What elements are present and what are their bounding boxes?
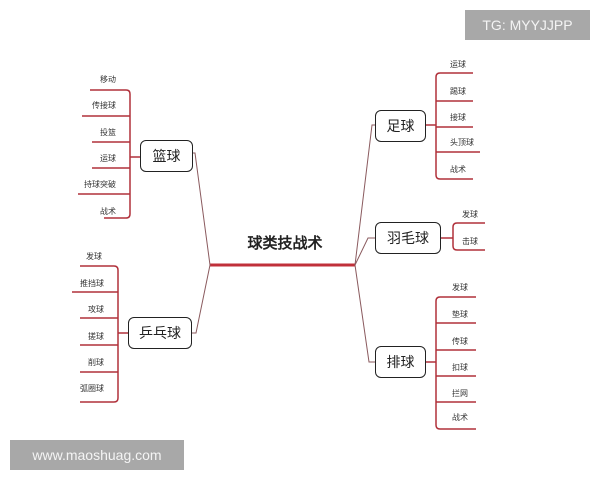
leaf-basketball-0: 移动 [100,75,116,84]
leaf-volleyball-5: 战术 [452,413,468,422]
leaf-pingpong-1: 推挡球 [80,279,104,288]
leaf-volleyball-1: 垫球 [452,310,468,319]
leaf-football-4: 战术 [450,165,466,174]
leaf-volleyball-0: 发球 [452,283,468,292]
leaf-badminton-0: 发球 [462,210,478,219]
leaf-basketball-4: 持球突破 [84,180,116,189]
leaf-volleyball-3: 扣球 [452,363,468,372]
leaf-football-1: 踢球 [450,87,466,96]
root-topic: 球类技战术 [247,234,323,252]
leaf-basketball-3: 运球 [100,154,116,163]
leaf-football-0: 运球 [450,60,466,69]
branch-basketball[interactable]: 篮球 [140,140,193,172]
leaf-pingpong-5: 弧圈球 [80,384,104,393]
watermark-bottom-left: www.maoshuag.com [10,440,184,470]
leaf-volleyball-2: 传球 [452,337,468,346]
branch-football[interactable]: 足球 [375,110,426,142]
leaf-basketball-5: 战术 [100,207,116,216]
leaf-football-2: 接球 [450,113,466,122]
leaf-basketball-2: 投篮 [100,128,116,137]
leaf-volleyball-4: 拦网 [452,389,468,398]
leaf-pingpong-0: 发球 [86,252,102,261]
leaf-basketball-1: 传接球 [92,101,116,110]
leaf-pingpong-3: 搓球 [88,332,104,341]
branch-volleyball[interactable]: 排球 [375,346,426,378]
leaf-pingpong-2: 攻球 [88,305,104,314]
branch-badminton[interactable]: 羽毛球 [375,222,441,254]
leaf-badminton-1: 击球 [462,237,478,246]
watermark-top-right: TG: MYYJJPP [465,10,590,40]
leaf-pingpong-4: 削球 [88,358,104,367]
leaf-football-3: 头顶球 [450,138,474,147]
branch-pingpong[interactable]: 乒乓球 [128,317,192,349]
